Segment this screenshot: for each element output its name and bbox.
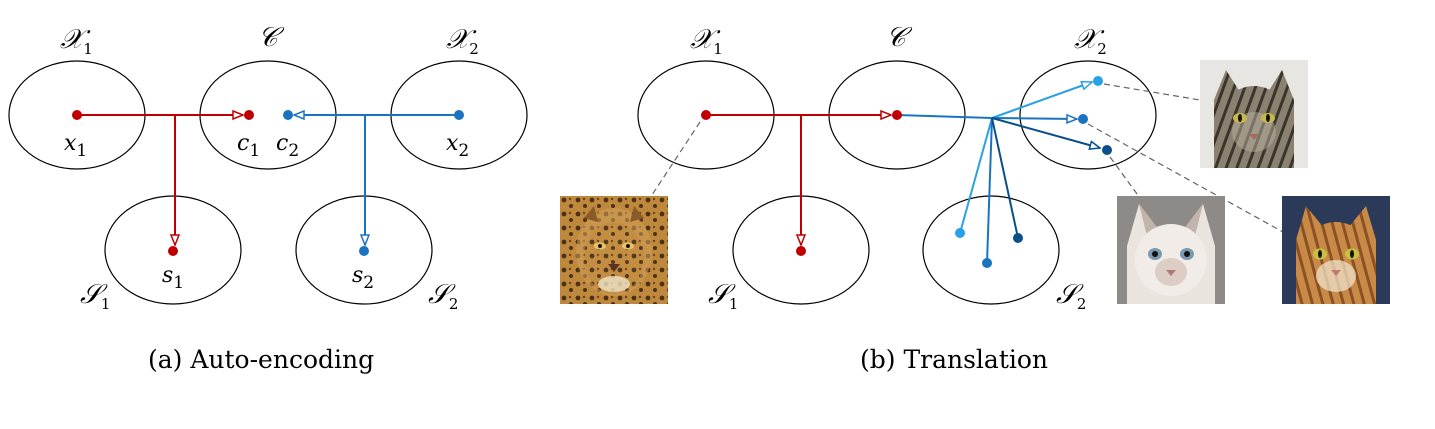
decode-arrow-mid <box>991 118 1077 119</box>
label-point-s1: s1 <box>162 263 184 293</box>
decode-arrow-light <box>991 82 1092 119</box>
caption-a: (a) Auto-encoding <box>148 345 374 374</box>
label-domain-c: 𝒞 <box>258 22 285 53</box>
dot-x1-b <box>701 110 711 120</box>
label-point-x2: x2 <box>446 131 469 161</box>
dot-s2-light <box>955 228 965 238</box>
ellipse-s1 <box>104 195 242 305</box>
dot-x2-dark <box>1102 145 1112 155</box>
label-domain-x2-b: 𝒳2 <box>1074 24 1107 58</box>
dot-c-b <box>892 110 902 120</box>
style-line-dark <box>991 117 1019 239</box>
label-domain-x1: 𝒳1 <box>60 24 93 58</box>
orange-cat-photo <box>1282 196 1390 304</box>
label-style-s2: 𝒮2 <box>428 279 458 313</box>
leader-siamese <box>1109 156 1141 199</box>
leader-tabby <box>1103 83 1201 101</box>
dot-x2-mid <box>1078 114 1088 124</box>
dot-s2 <box>359 246 369 256</box>
dot-s1 <box>168 246 178 256</box>
dot-x2 <box>454 110 464 120</box>
dot-s2-dark <box>1013 233 1023 243</box>
label-point-c2: c2 <box>276 131 299 161</box>
dot-x2-light <box>1093 76 1103 86</box>
label-domain-x2: 𝒳2 <box>446 24 479 58</box>
label-domain-c-b: 𝒞 <box>886 22 913 53</box>
style-line-light <box>959 117 993 234</box>
tabby-cat-photo <box>1200 60 1308 168</box>
panel-b: 𝒳1 𝒞 𝒳2 𝒮1 𝒮2 (b) Translation <box>560 22 1390 374</box>
dot-x1 <box>72 110 82 120</box>
ellipse-s2-b <box>922 195 1060 305</box>
panel-a: 𝒳1 𝒞 𝒳2 𝒮1 𝒮2 x1 c1 c2 x2 s1 s2 (a) Auto… <box>8 22 528 374</box>
siamese-cat-photo <box>1117 196 1225 304</box>
label-domain-x1-b: 𝒳1 <box>690 24 723 58</box>
dot-s2-mid <box>982 258 992 268</box>
label-style-s2-b: 𝒮2 <box>1056 279 1086 313</box>
decode-arrow-dark <box>991 117 1100 148</box>
label-point-c1: c1 <box>237 131 260 161</box>
caption-b: (b) Translation <box>860 345 1048 374</box>
label-point-s2: s2 <box>352 263 374 293</box>
dot-s1-b <box>796 246 806 256</box>
leopard-photo <box>560 196 668 304</box>
leader-orange <box>1087 123 1284 233</box>
dot-c2 <box>283 110 293 120</box>
dot-c1 <box>244 110 254 120</box>
style-line-mid <box>986 117 993 264</box>
leader-leopard <box>649 121 701 199</box>
label-point-x1: x1 <box>64 131 87 161</box>
label-style-s1: 𝒮1 <box>80 279 110 313</box>
label-style-s1-b: 𝒮1 <box>708 279 738 313</box>
ellipse-x2-b <box>1019 60 1157 170</box>
content-line-to-hub <box>896 114 993 119</box>
